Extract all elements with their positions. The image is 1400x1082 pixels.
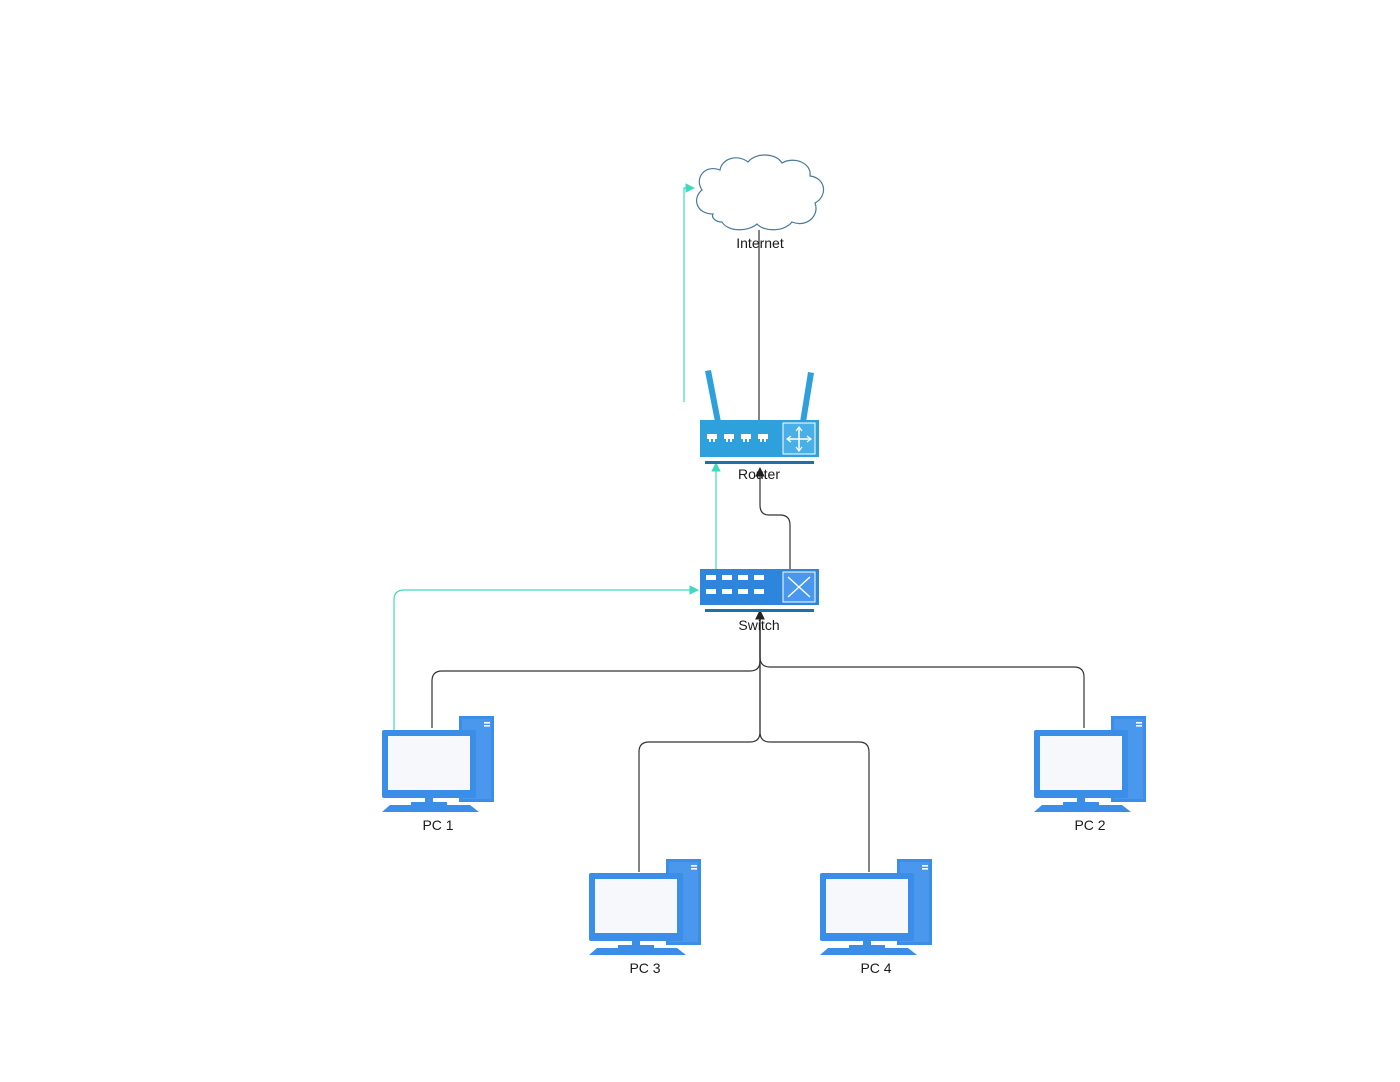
router-icon: [700, 370, 819, 464]
pc2-label: PC 2: [1074, 817, 1105, 833]
pc4-label: PC 4: [860, 960, 891, 976]
router-label: Router: [738, 466, 780, 482]
links: [431, 230, 1085, 872]
desktop-pc-icon: [820, 859, 932, 955]
switch-icon: [700, 569, 819, 612]
link-pc3-switch: [638, 610, 765, 872]
switch-label: Switch: [738, 617, 779, 633]
cloud-icon: [696, 154, 824, 231]
pc2-node[interactable]: PC 2: [1034, 716, 1146, 833]
pc3-node[interactable]: PC 3: [589, 859, 701, 976]
pc1-label: PC 1: [422, 817, 453, 833]
pc1-node[interactable]: PC 1: [382, 716, 494, 833]
desktop-pc-icon: [382, 716, 494, 812]
desktop-pc-icon: [589, 859, 701, 955]
highlight-path: [393, 183, 721, 730]
router-node[interactable]: Router: [700, 370, 819, 482]
link-pc2-switch: [755, 610, 1085, 728]
pc4-node[interactable]: PC 4: [820, 859, 932, 976]
internet-label: Internet: [736, 235, 784, 251]
highlight-router-to-internet: [683, 183, 695, 402]
pc3-label: PC 3: [629, 960, 660, 976]
highlight-pc1-to-switch: [393, 585, 699, 730]
link-pc4-switch: [755, 610, 870, 872]
desktop-pc-icon: [1034, 716, 1146, 812]
switch-node[interactable]: Switch: [700, 569, 819, 633]
link-pc1-switch: [431, 610, 765, 728]
internet-node[interactable]: Internet: [696, 154, 824, 251]
link-switch-router: [755, 467, 791, 570]
